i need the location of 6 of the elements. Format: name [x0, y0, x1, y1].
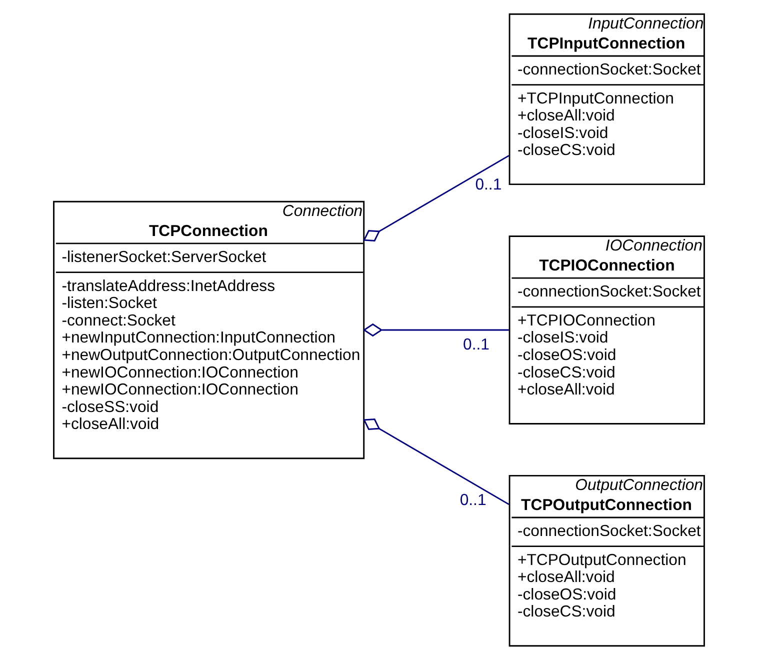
edge-label: 0..1: [475, 176, 502, 194]
edge-label: 0..1: [460, 492, 486, 510]
connector: [362, 323, 509, 337]
connector: [363, 418, 510, 506]
edge-label: 0..1: [463, 336, 490, 354]
connector: [363, 154, 510, 242]
